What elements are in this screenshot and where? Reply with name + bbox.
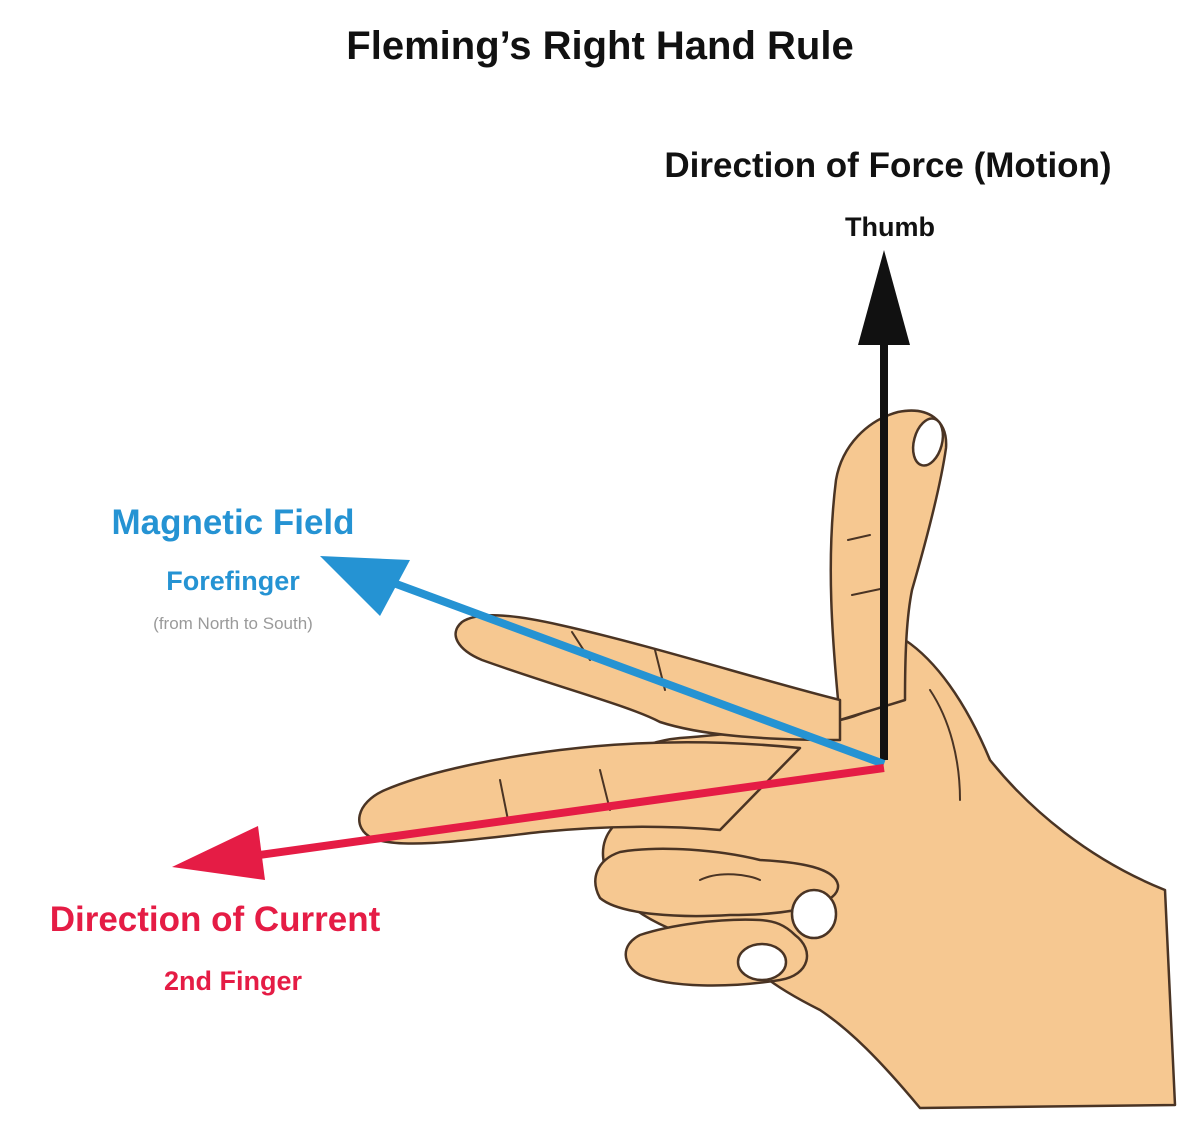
field-arrow xyxy=(320,556,886,768)
hand-creases xyxy=(499,534,961,881)
current-arrow xyxy=(172,764,885,880)
hand-illustration xyxy=(358,409,1177,1110)
forefinger-label: Forefinger xyxy=(166,566,300,596)
field-arrow-head xyxy=(320,556,410,616)
diagram-title: Fleming’s Right Hand Rule xyxy=(346,24,854,68)
thumb-label: Thumb xyxy=(845,212,935,242)
second-finger-label: 2nd Finger xyxy=(163,966,302,996)
force-direction-label: Direction of Force (Motion) xyxy=(664,146,1112,185)
little-finger-nail xyxy=(736,942,788,982)
current-arrow-shaft xyxy=(244,764,885,861)
ring-finger-nail xyxy=(790,888,838,940)
force-arrow-head xyxy=(858,250,910,345)
thumb-nail xyxy=(911,417,945,467)
force-arrow xyxy=(858,250,910,760)
magnetic-field-label: Magnetic Field xyxy=(111,503,355,542)
thumb xyxy=(829,409,948,722)
field-arrow-shaft xyxy=(378,574,886,768)
ring-finger xyxy=(594,847,840,918)
north-to-south-note: (from North to South) xyxy=(153,614,313,633)
current-arrow-head xyxy=(172,826,265,880)
current-direction-label: Direction of Current xyxy=(49,900,381,939)
second-finger xyxy=(358,741,802,845)
